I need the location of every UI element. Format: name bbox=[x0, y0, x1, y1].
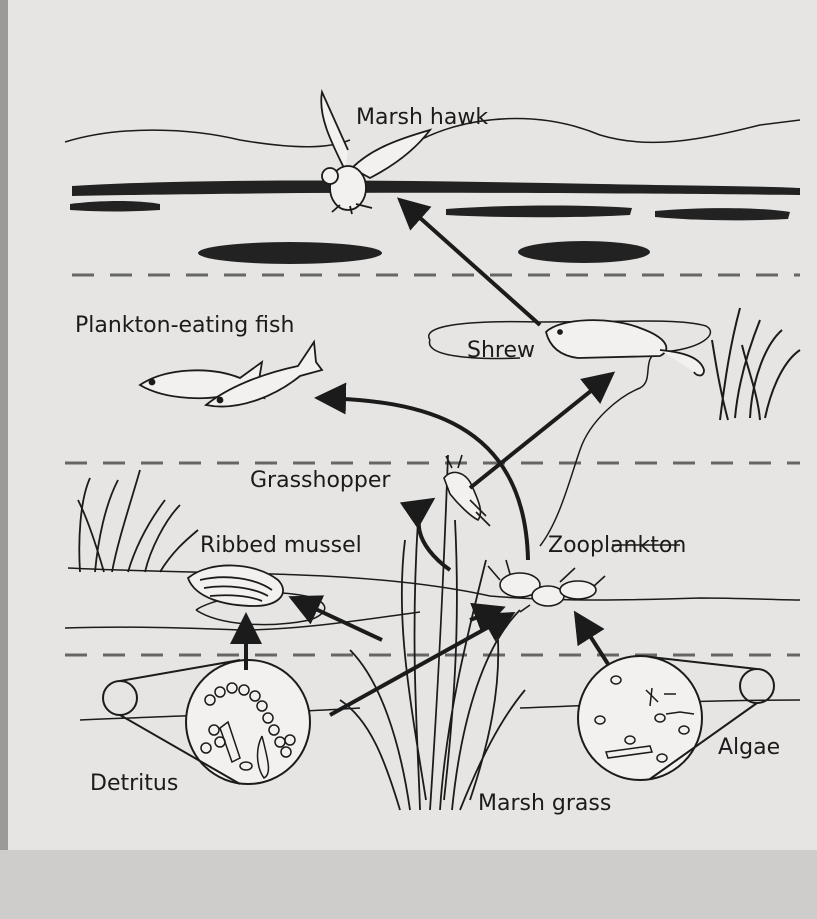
label-algae: Algae bbox=[718, 735, 780, 760]
label-marsh-grass: Marsh grass bbox=[478, 791, 611, 816]
fish-illustration bbox=[140, 342, 322, 407]
detritus-magnifier bbox=[103, 660, 310, 784]
arrow-marsh-grass-to-zooplankton bbox=[470, 608, 502, 620]
zooplankton-illustration bbox=[488, 560, 605, 612]
reed-clump-right bbox=[712, 308, 800, 420]
ribbed-mussel-illustration bbox=[188, 565, 283, 606]
marsh-grass-band bbox=[70, 181, 800, 265]
label-zooplankton: Zooplankton bbox=[548, 533, 686, 558]
label-marsh-hawk: Marsh hawk bbox=[356, 105, 488, 130]
arrow-shrew-to-marsh-hawk bbox=[400, 200, 540, 325]
algae-magnifier bbox=[578, 656, 774, 780]
label-plankton-eating-fish: Plankton-eating fish bbox=[75, 313, 294, 338]
label-detritus: Detritus bbox=[90, 771, 178, 796]
label-grasshopper: Grasshopper bbox=[250, 468, 391, 493]
arrow-grasshopper-to-shrew bbox=[470, 374, 612, 488]
grasshopper-illustration bbox=[444, 455, 490, 526]
label-ribbed-mussel: Ribbed mussel bbox=[200, 533, 362, 558]
grass-clump-left bbox=[78, 470, 198, 572]
label-shrew: Shrew bbox=[467, 338, 535, 363]
shrew-illustration bbox=[546, 320, 704, 375]
food-web-arrows bbox=[246, 200, 612, 715]
